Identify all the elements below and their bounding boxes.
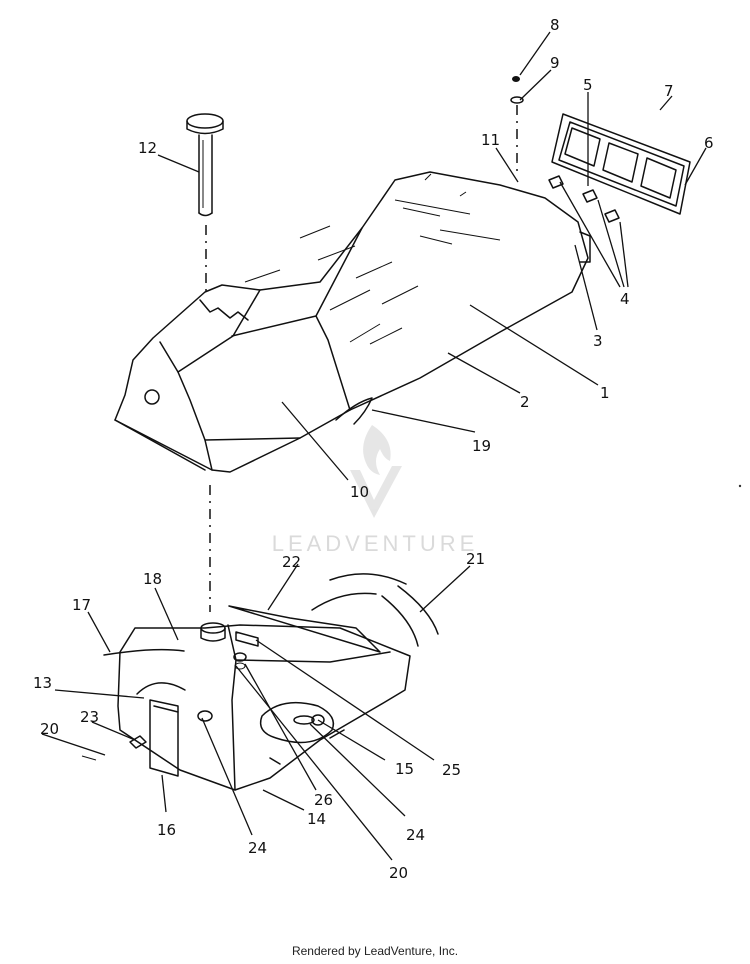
leader-lines [41, 31, 707, 861]
footer-credit: Rendered by LeadVenture, Inc. [291, 944, 459, 958]
leadventure-watermark: LEADVENTURE [272, 425, 479, 556]
callout-20-left: 20 [40, 720, 59, 738]
callout-6: 6 [704, 134, 714, 152]
part-20-wire-end [81, 755, 97, 761]
callout-3: 3 [593, 332, 603, 350]
callout-19: 19 [472, 437, 491, 455]
part-8-9-bolt-washer [510, 76, 524, 104]
hood-assembly [114, 171, 591, 473]
callout-4: 4 [620, 290, 630, 308]
callout-24-left: 24 [248, 839, 267, 857]
callout-5: 5 [583, 76, 593, 94]
callout-11: 11 [481, 131, 500, 149]
callout-22: 22 [282, 553, 301, 571]
callout-labels: 8 9 5 7 6 11 12 4 3 1 2 19 10 21 22 18 1… [33, 16, 714, 882]
callout-7: 7 [664, 82, 674, 100]
part-5-clips [548, 175, 620, 223]
callout-17: 17 [72, 596, 91, 614]
callout-16: 16 [157, 821, 176, 839]
callout-18: 18 [143, 570, 162, 588]
part-21-trim-strips [311, 573, 439, 647]
watermark-text: LEADVENTURE [272, 531, 479, 556]
part-12-cap-assembly [186, 113, 224, 217]
callout-14: 14 [307, 810, 326, 828]
callout-9: 9 [550, 54, 560, 72]
part-6-grille [551, 113, 691, 215]
callout-15: 15 [395, 760, 414, 778]
stray-dot [738, 484, 742, 488]
callout-1: 1 [600, 384, 610, 402]
callout-20-bottom: 20 [389, 864, 408, 882]
fuel-tank-assembly [103, 605, 411, 791]
callout-24-right: 24 [406, 826, 425, 844]
callout-13: 13 [33, 674, 52, 692]
callout-2: 2 [520, 393, 530, 411]
callout-12: 12 [138, 139, 157, 157]
flame-logo-icon [350, 425, 402, 518]
callout-23: 23 [80, 708, 99, 726]
callout-10: 10 [350, 483, 369, 501]
callout-26: 26 [314, 791, 333, 809]
callout-21: 21 [466, 550, 485, 568]
callout-8: 8 [550, 16, 560, 34]
callout-25: 25 [442, 761, 461, 779]
